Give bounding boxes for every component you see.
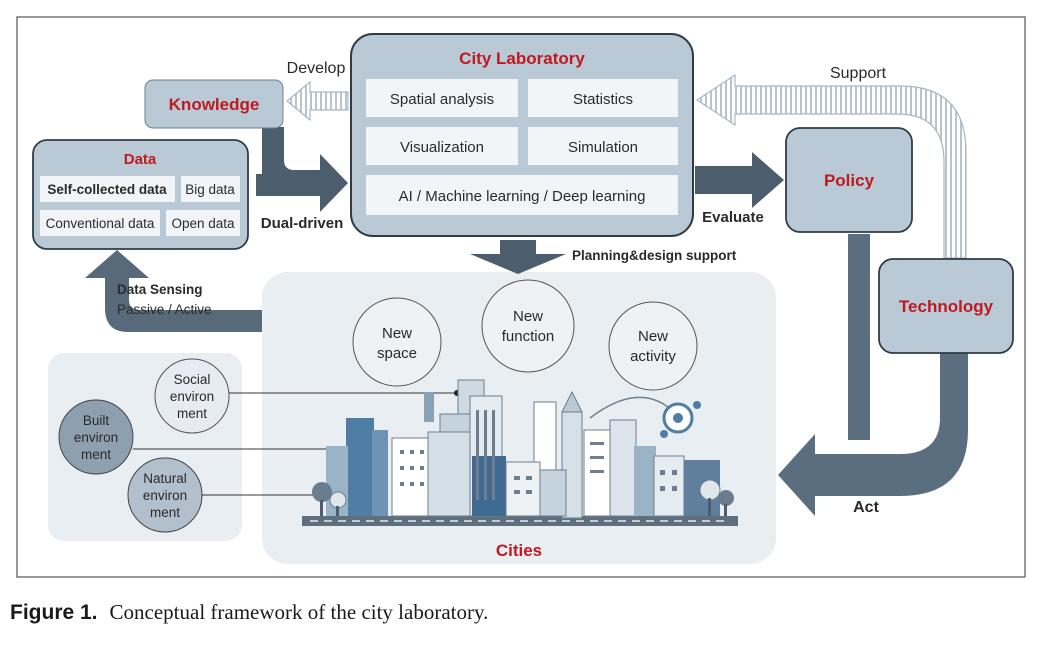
data-cell-big <box>181 176 240 202</box>
bubble-new-function <box>481 279 575 373</box>
env-text: Social <box>174 372 211 387</box>
technology-label: Technology <box>899 297 994 316</box>
data-cell-label: Open data <box>171 216 235 231</box>
data-sensing-sub: Passive / Active <box>117 302 212 317</box>
evaluate-label: Evaluate <box>702 209 764 226</box>
dual-driven-label: Dual-driven <box>261 215 344 232</box>
knowledge-label: Knowledge <box>169 95 260 114</box>
act-arrow-policy <box>848 234 870 440</box>
evaluate-arrow <box>695 152 784 208</box>
bubble-new-activity <box>608 301 698 391</box>
act-arrow <box>778 352 968 516</box>
lab-cell-label: Spatial analysis <box>390 91 494 108</box>
develop-arrow <box>286 80 349 122</box>
env-built <box>58 399 134 475</box>
lab-cell-label: Statistics <box>573 91 633 108</box>
lab-cell-visualization <box>366 127 518 165</box>
knowledge-box <box>144 79 284 129</box>
lab-cell-label: Visualization <box>400 139 484 156</box>
caption-label: Figure 1. <box>10 601 98 624</box>
data-title: Data <box>124 151 157 168</box>
city-lab-title: City Laboratory <box>459 49 585 68</box>
data-cell-label: Conventional data <box>46 216 155 231</box>
caption-text: Conceptual framework of the city laborat… <box>109 600 489 624</box>
data-sensing-arrow <box>85 250 262 332</box>
policy-label: Policy <box>824 171 875 190</box>
develop-label: Develop <box>287 60 346 77</box>
dual-driven-arrow <box>256 127 348 212</box>
data-cell-label: Big data <box>185 182 235 197</box>
bubble-text: New <box>638 328 668 345</box>
env-text: ment <box>177 406 207 421</box>
figure-caption: Figure 1. Conceptual framework of the cit… <box>10 600 488 625</box>
bubble-text: New <box>513 308 543 325</box>
technology-box <box>878 258 1014 354</box>
bubble-text: activity <box>630 348 676 365</box>
data-cell-self <box>40 176 175 202</box>
bubble-text: New <box>382 325 412 342</box>
data-cell-label: Self-collected data <box>47 182 167 197</box>
env-text: Built <box>83 413 110 428</box>
lab-cell-label: AI / Machine learning / Deep learning <box>399 188 646 205</box>
env-text: environ <box>170 389 214 404</box>
env-social <box>154 358 230 434</box>
data-cell-conventional <box>40 210 160 236</box>
support-label: Support <box>830 65 887 82</box>
env-text: ment <box>81 447 111 462</box>
bubble-text: function <box>502 328 555 345</box>
env-text: environ <box>74 430 118 445</box>
bubble-text: space <box>377 345 417 362</box>
lab-cell-spatial <box>366 79 518 117</box>
lab-cell-ai <box>366 175 678 215</box>
lab-cell-label: Simulation <box>568 139 638 156</box>
policy-box <box>785 127 913 233</box>
support-arrow-body <box>695 73 967 259</box>
cityscape-illustration <box>302 379 738 526</box>
env-text: ment <box>150 505 180 520</box>
env-text: environ <box>143 488 187 503</box>
data-sensing-title: Data Sensing <box>117 282 203 297</box>
lab-cell-statistics <box>528 79 678 117</box>
env-text: Natural <box>143 471 187 486</box>
data-cell-open <box>166 210 240 236</box>
bubble-new-space <box>352 297 442 387</box>
act-label: Act <box>853 499 879 516</box>
lab-cell-simulation <box>528 127 678 165</box>
cities-label: Cities <box>496 541 542 560</box>
planning-support-label: Planning&design support <box>572 248 737 263</box>
planning-support-arrow <box>470 240 566 274</box>
